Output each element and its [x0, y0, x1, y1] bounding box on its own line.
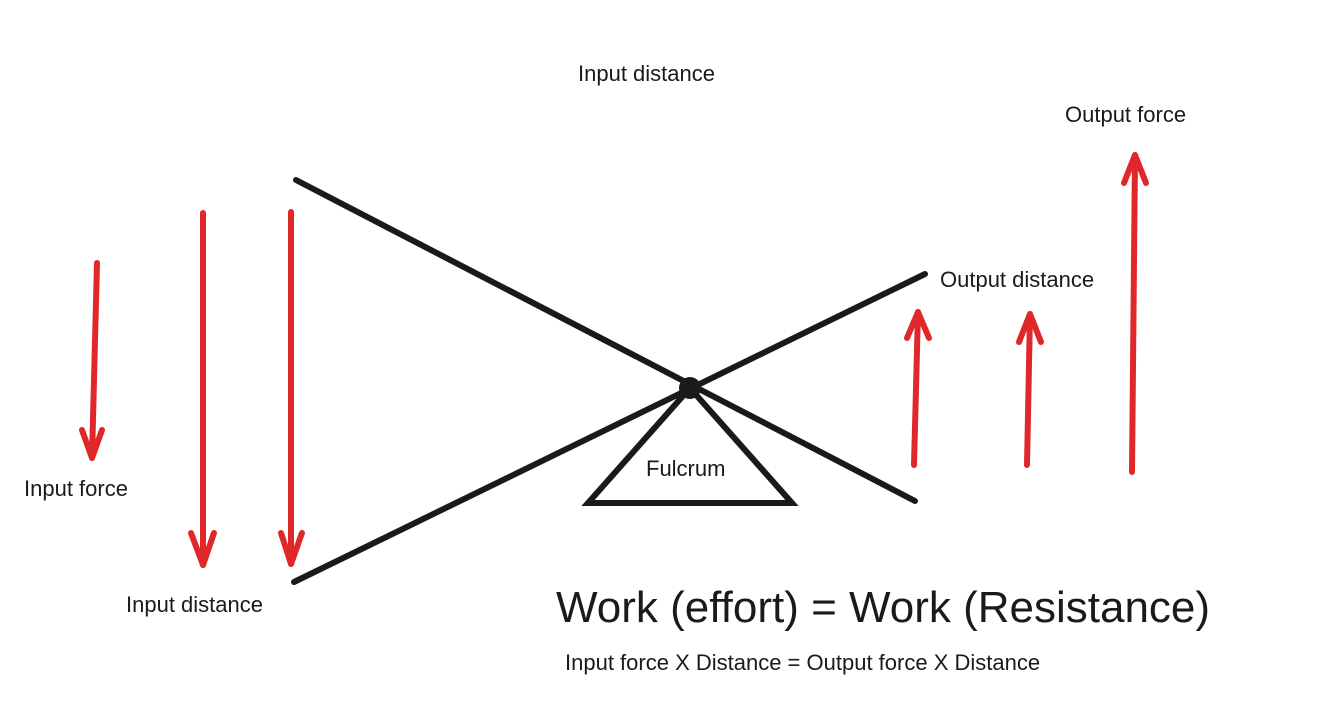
label-output-distance: Output distance: [940, 267, 1094, 292]
equation-main: Work (effort) = Work (Resistance): [556, 583, 1210, 632]
input-force-arrow: [79, 260, 105, 461]
fulcrum-triangle: [581, 383, 799, 506]
label-fulcrum: Fulcrum: [646, 456, 725, 481]
input-distance-arrow-1: [188, 210, 217, 568]
label-output-force: Output force: [1065, 102, 1186, 127]
output-distance-arrow-1: [904, 309, 932, 468]
equation-sub: Input force X Distance = Output force X …: [565, 650, 1040, 675]
label-input-distance-bottom: Input distance: [126, 592, 263, 617]
label-input-force: Input force: [24, 476, 128, 501]
output-distance-arrow-2: [1016, 311, 1044, 468]
output-force-arrow: [1121, 152, 1149, 475]
label-input-distance-top: Input distance: [578, 61, 715, 86]
lever-beam-ascending: [291, 271, 928, 585]
input-distance-arrow-2: [278, 209, 305, 567]
pivot-point: [679, 377, 701, 399]
lever-beam-descending: [293, 177, 918, 504]
